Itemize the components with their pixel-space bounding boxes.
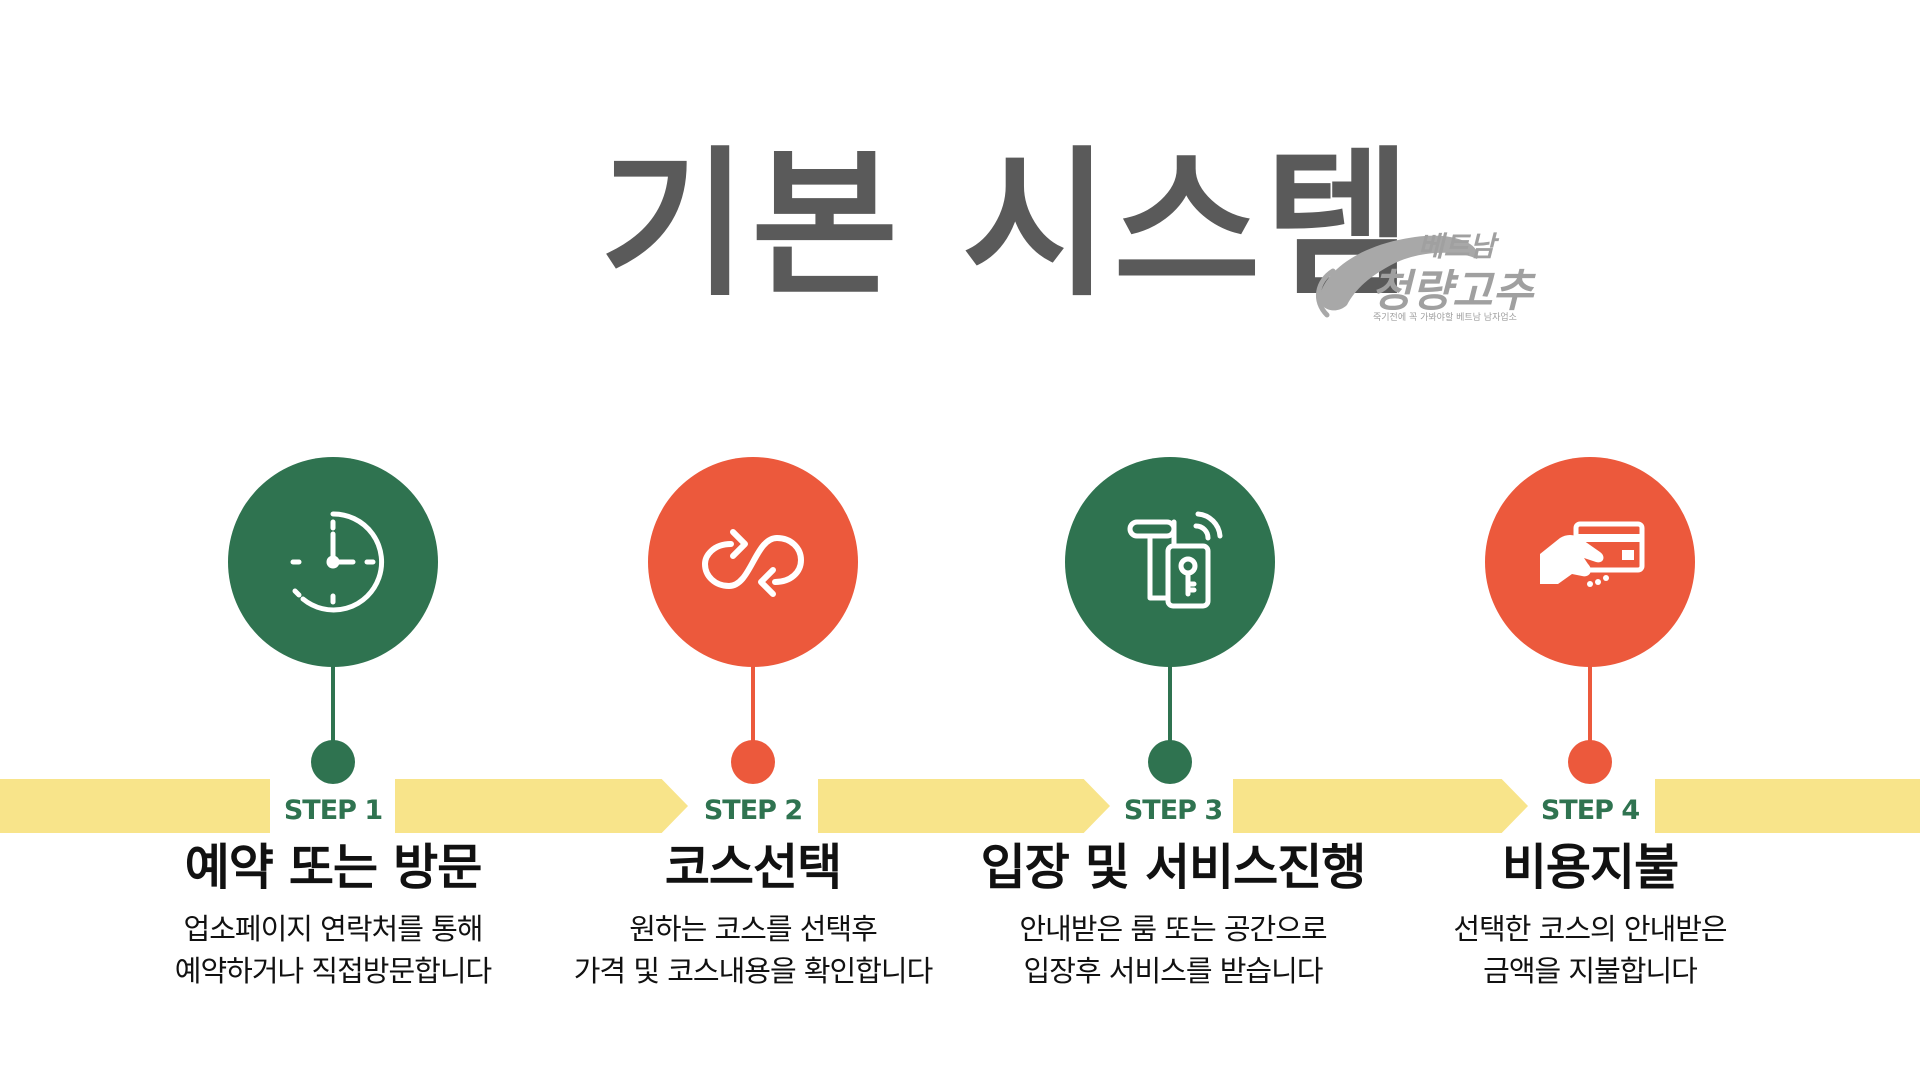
step-3-desc-line-1: 안내받은 룸 또는 공간으로 — [1019, 912, 1327, 946]
step-3-stem — [1168, 665, 1172, 745]
step-1-title: 예약 또는 방문 — [184, 839, 483, 896]
step-2-desc-line-2: 가격 및 코스내용을 확인합니다 — [573, 954, 934, 988]
step-4-title: 비용지불 — [1501, 839, 1679, 896]
step-1-desc-line-2: 예약하거나 직접방문합니다 — [174, 954, 492, 988]
smart-door-lock-icon — [1127, 511, 1223, 609]
step-3: STEP 3 입장 및 서비스진행 안내받은 룸 또는 공간으로 입장후 서비스… — [953, 0, 1393, 1080]
step-4-description: 선택한 코스의 안내받은 금액을 지불합니다 — [1370, 908, 1810, 992]
infinity-arrows-icon — [702, 529, 804, 597]
clock-icon — [290, 511, 385, 613]
step-2-dot — [731, 740, 775, 784]
card-payment-icon — [1540, 521, 1645, 587]
step-4-dot — [1568, 740, 1612, 784]
step-4-stem — [1588, 665, 1592, 745]
step-4-icon-circle — [1485, 457, 1695, 667]
logo-top-text: 베트남 — [1418, 230, 1496, 263]
step-1-description: 업소페이지 연락처를 통해 예약하거나 직접방문합니다 — [113, 908, 553, 992]
brand-logo: 베트남 청량고추 죽기전에 꼭 가봐야할 베트남 남자업소 — [1305, 215, 1550, 330]
step-2-description: 원하는 코스를 선택후 가격 및 코스내용을 확인합니다 — [533, 908, 973, 992]
step-4-label: STEP 4 — [1540, 795, 1640, 826]
step-1: STEP 1 예약 또는 방문 업소페이지 연락처를 통해 예약하거나 직접방문… — [113, 0, 553, 1080]
step-2-icon-circle — [648, 457, 858, 667]
step-2-title: 코스선택 — [664, 839, 842, 896]
step-3-icon-circle — [1065, 457, 1275, 667]
chili-pepper-logo-icon — [1316, 235, 1478, 318]
step-3-title: 입장 및 서비스진행 — [980, 839, 1367, 896]
step-1-desc-line-1: 업소페이지 연락처를 통해 — [183, 912, 484, 946]
step-4-desc-line-1: 선택한 코스의 안내받은 — [1453, 912, 1727, 946]
step-1-label: STEP 1 — [283, 795, 383, 826]
step-3-desc-line-2: 입장후 서비스를 받습니다 — [1023, 954, 1324, 988]
page-title: 기본 시스템 — [600, 131, 1416, 318]
step-1-dot — [311, 740, 355, 784]
step-1-icon-circle — [228, 457, 438, 667]
step-4-desc-line-2: 금액을 지불합니다 — [1483, 954, 1698, 988]
step-2-label: STEP 2 — [703, 795, 803, 826]
step-3-description: 안내받은 룸 또는 공간으로 입장후 서비스를 받습니다 — [953, 908, 1393, 992]
step-2-stem — [751, 665, 755, 745]
step-1-stem — [331, 665, 335, 745]
logo-tagline: 죽기전에 꼭 가봐야할 베트남 남자업소 — [1373, 313, 1517, 323]
step-3-label: STEP 3 — [1123, 795, 1223, 826]
timeline-arrow-band — [0, 779, 1920, 833]
logo-main-text: 청량고추 — [1371, 266, 1533, 317]
step-3-dot — [1148, 740, 1192, 784]
step-2: STEP 2 코스선택 원하는 코스를 선택후 가격 및 코스내용을 확인합니다 — [533, 0, 973, 1080]
step-2-desc-line-1: 원하는 코스를 선택후 — [629, 912, 878, 946]
step-4: STEP 4 비용지불 선택한 코스의 안내받은 금액을 지불합니다 — [1370, 0, 1810, 1080]
